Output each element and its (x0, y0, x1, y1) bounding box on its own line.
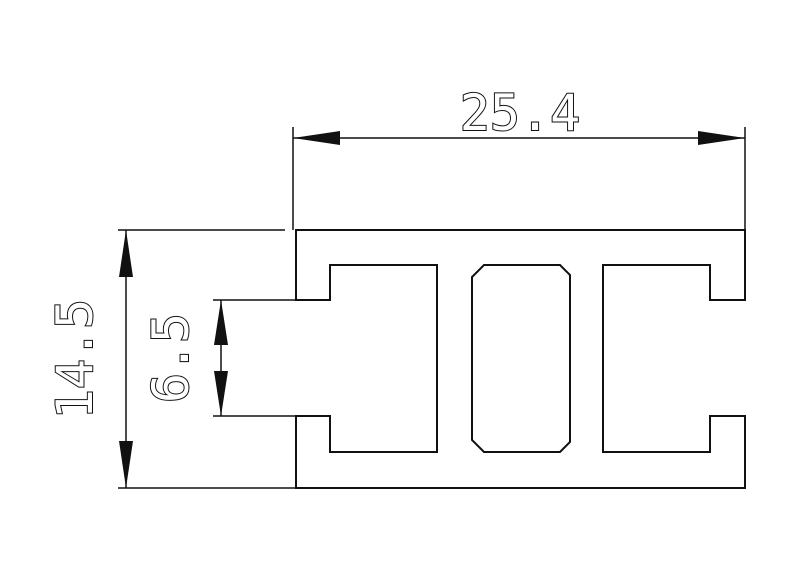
width-arrow-left (293, 131, 340, 145)
slot-arrow-top (214, 300, 228, 345)
width-arrow-right (698, 131, 745, 145)
height-dimension-label: 14.5 (46, 299, 104, 419)
width-dimension-label: 25.4 (460, 84, 580, 142)
height-arrow-top (119, 230, 133, 277)
slot-arrow-bottom (214, 371, 228, 416)
height-arrow-bottom (119, 441, 133, 488)
center-cavity (471, 264, 571, 453)
profile-outline (295, 229, 746, 489)
slot-dimension-label: 6.5 (142, 313, 200, 403)
